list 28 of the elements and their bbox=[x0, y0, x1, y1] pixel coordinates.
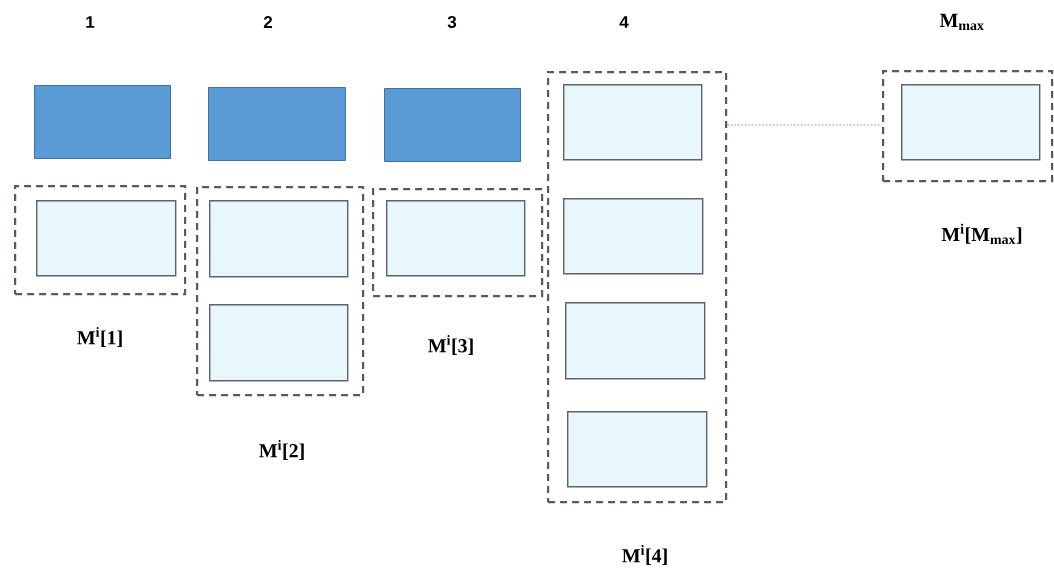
filled-block bbox=[384, 88, 521, 162]
memory-block bbox=[209, 304, 349, 382]
group-frame bbox=[372, 188, 544, 298]
group-label: M$^{i}$[4] bbox=[622, 545, 667, 565]
group-label: M$^{i}$[2] bbox=[259, 440, 304, 460]
group-frame bbox=[547, 71, 728, 504]
group-frame bbox=[882, 70, 1054, 183]
group-label: M$^{i}$[1] bbox=[77, 327, 122, 347]
memory-block bbox=[36, 200, 177, 277]
group-label: M$^{i}$[M$_{max}$] bbox=[941, 223, 1022, 245]
memory-block bbox=[901, 84, 1041, 161]
memory-block bbox=[567, 411, 708, 488]
memory-block bbox=[563, 84, 703, 161]
group-label: M$^{i}$[3] bbox=[428, 335, 473, 355]
column-number: 2 bbox=[263, 16, 273, 28]
connector-line bbox=[726, 124, 883, 126]
column-number: 1 bbox=[86, 16, 95, 28]
memory-block bbox=[209, 200, 349, 278]
memory-block bbox=[565, 302, 706, 380]
group-frame bbox=[196, 186, 365, 397]
column-label: M$_{max}$ bbox=[939, 13, 984, 31]
filled-block bbox=[34, 85, 171, 159]
filled-block bbox=[208, 87, 346, 161]
group-frame bbox=[14, 185, 187, 296]
memory-block bbox=[563, 198, 704, 275]
column-number: 3 bbox=[447, 16, 457, 28]
memory-block bbox=[386, 200, 526, 277]
column-number: 4 bbox=[619, 16, 629, 28]
